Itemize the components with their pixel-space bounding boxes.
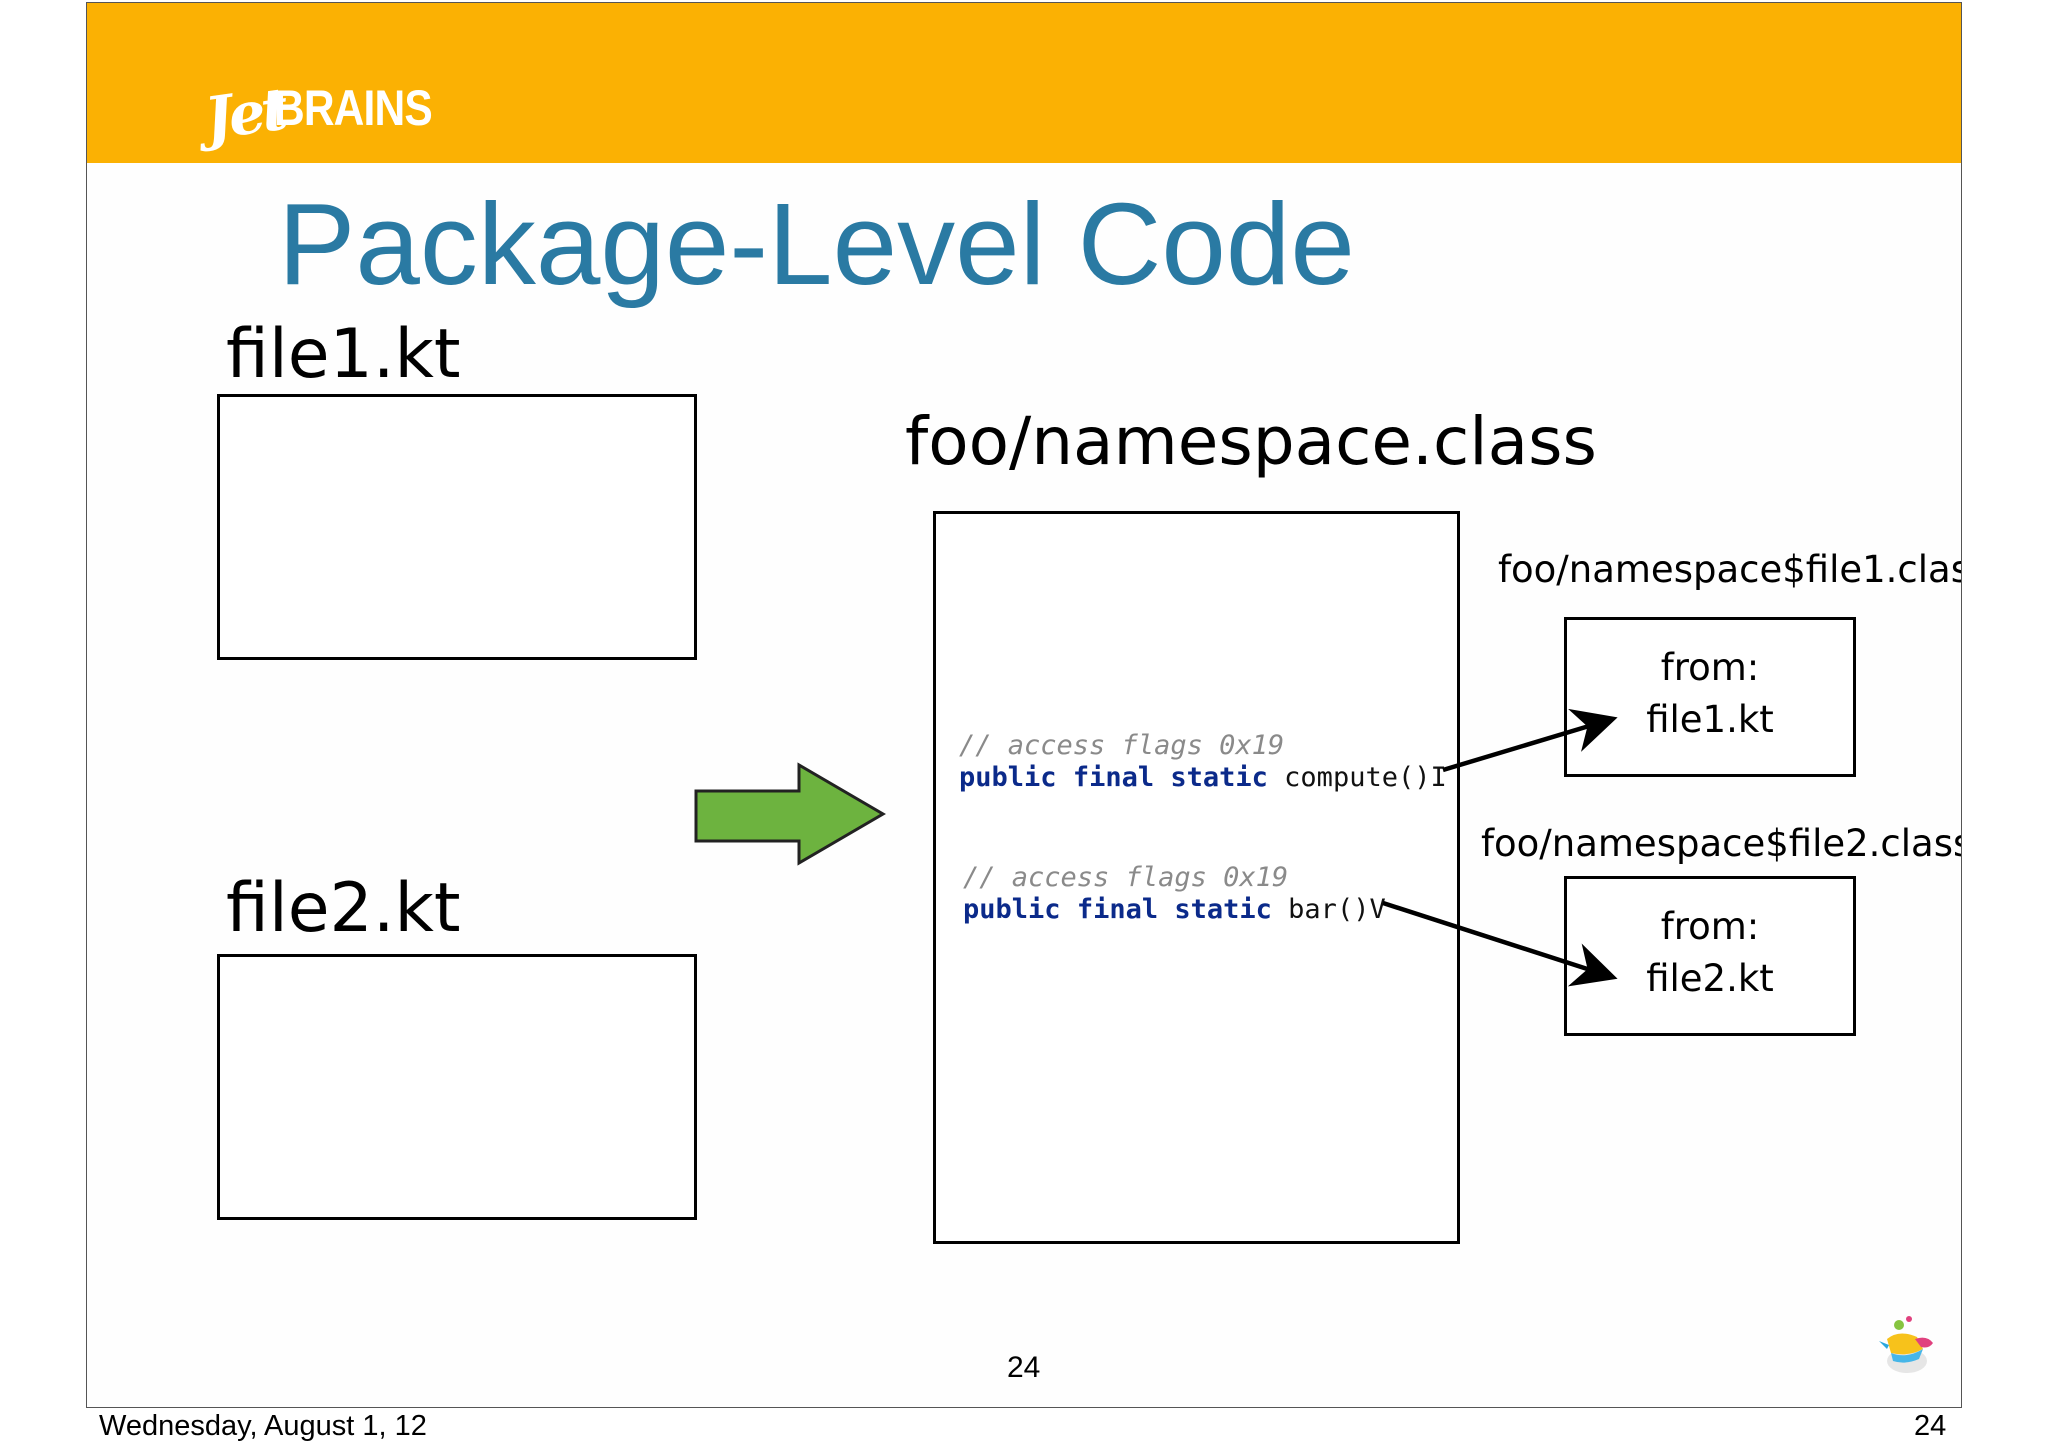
file2-class-label: foo/namespace$file2.class <box>1481 822 1962 865</box>
file1-class-label: foo/namespace$file1.class <box>1498 548 1962 591</box>
file1-label: file1.kt <box>226 315 461 394</box>
method2-kw-static: static <box>1174 894 1272 925</box>
footer-page: 24 <box>1914 1410 1947 1442</box>
file2-box <box>217 954 697 1220</box>
method1-comment: // access flags 0x19 <box>959 730 1285 761</box>
namespace-class-label: foo/namespace.class <box>905 403 1597 480</box>
header-band: Jet BRAINS <box>87 3 1961 163</box>
method2-kw-public: public <box>963 894 1061 925</box>
method1-kw-final: final <box>1072 762 1155 793</box>
file1-class-from-file: file1.kt <box>1646 698 1774 741</box>
file2-label: file2.kt <box>226 869 461 948</box>
file2-class-from-label: from: <box>1660 905 1760 948</box>
arrow-to-file2-class <box>1382 900 1618 987</box>
jetbrains-logo: Jet BRAINS <box>201 43 460 153</box>
logo-main: BRAINS <box>274 80 433 136</box>
method1-kw-public: public <box>959 762 1057 793</box>
method1-signature: compute()I <box>1284 762 1447 793</box>
green-arrow <box>694 762 886 866</box>
arrows-layer <box>694 708 1618 987</box>
arrow-to-file1-class <box>1442 708 1618 773</box>
slide-number: 24 <box>1007 1351 1041 1384</box>
method1-kw-static: static <box>1170 762 1268 793</box>
footer-date: Wednesday, August 1, 12 <box>99 1410 427 1442</box>
slide: Jet BRAINS Package-Level Code file1.kt f… <box>86 2 1962 1408</box>
method2-comment: // access flags 0x19 <box>963 862 1289 893</box>
method2-kw-final: final <box>1076 894 1159 925</box>
method2-declaration: public final static bar()V <box>963 896 1386 923</box>
teapot-icon <box>1879 1316 1933 1373</box>
method2-signature: bar()V <box>1288 894 1386 925</box>
file1-box <box>217 394 697 660</box>
namespace-class-box: // access flags 0x19 public final static… <box>933 511 1460 1244</box>
file2-class-from-file: file2.kt <box>1646 957 1774 1000</box>
slide-title: Package-Level Code <box>278 179 1355 309</box>
method1-declaration: public final static compute()I <box>959 764 1447 791</box>
file1-class-from-label: from: <box>1660 646 1760 689</box>
